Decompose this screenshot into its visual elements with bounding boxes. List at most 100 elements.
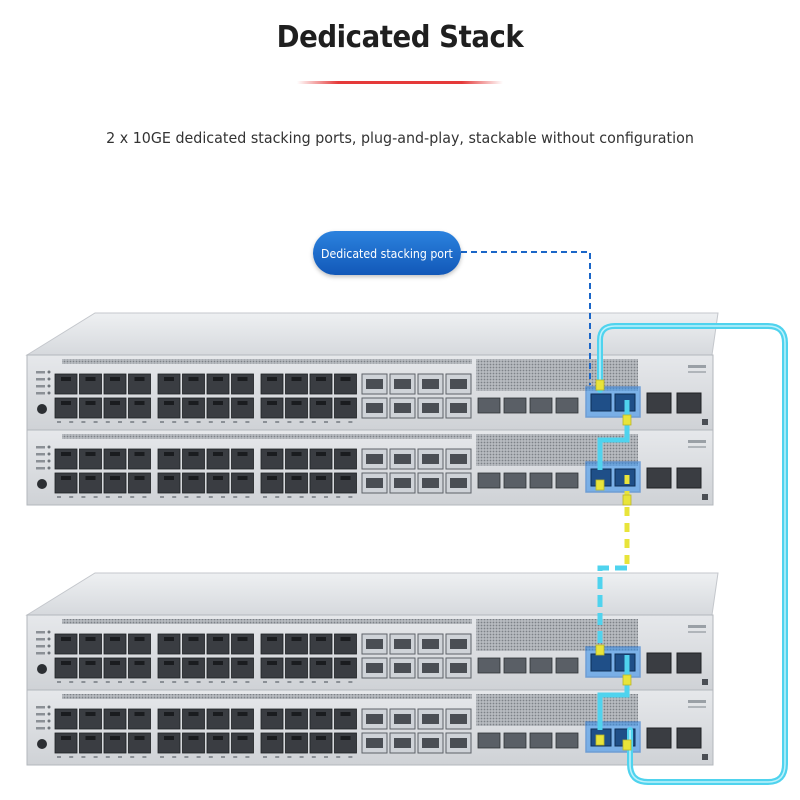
- status-led-label: [36, 371, 45, 374]
- rj45-port: [231, 472, 254, 494]
- uplink-port: [555, 397, 579, 414]
- rj45-port: [334, 373, 357, 395]
- mgmt-port: [676, 727, 702, 749]
- rj45-port-clip: [110, 637, 120, 641]
- rj45-port-clip: [85, 377, 96, 381]
- status-led: [47, 637, 51, 641]
- sfp-port-cage: [450, 478, 467, 488]
- rj45-port: [334, 657, 357, 679]
- cable-connector: [595, 644, 605, 656]
- rj45-port: [285, 397, 308, 419]
- rj45-port-clip: [316, 736, 326, 740]
- rj45-port: [334, 708, 357, 730]
- rj45-port-clip: [85, 661, 96, 665]
- status-led-label: [36, 706, 45, 709]
- rj45-port: [309, 373, 333, 395]
- rj45-port-clip: [340, 661, 351, 665]
- status-led: [47, 391, 51, 395]
- rj45-port: [128, 633, 151, 655]
- title-underline: [297, 81, 503, 84]
- rj45-port-clip: [164, 476, 174, 480]
- model-label: [688, 440, 706, 443]
- rj45-port-clip: [110, 712, 120, 716]
- status-led: [47, 726, 51, 730]
- vent-strip: [62, 434, 472, 439]
- rj45-port-clip: [188, 377, 199, 381]
- sfp-port-cage: [422, 478, 439, 488]
- sfp-port-cage: [422, 403, 439, 413]
- rj45-port: [260, 708, 284, 730]
- status-led: [47, 719, 51, 723]
- rj45-port-clip: [237, 401, 248, 405]
- port-number: [69, 421, 74, 423]
- rj45-port: [103, 448, 127, 470]
- vent-strip: [62, 619, 472, 624]
- port-number: [311, 756, 316, 758]
- reset-button: [702, 419, 708, 425]
- rj45-port-clip: [188, 712, 199, 716]
- rj45-port: [182, 732, 205, 754]
- rj45-port: [103, 732, 127, 754]
- port-number: [196, 756, 201, 758]
- rj45-port: [309, 397, 333, 419]
- port-number: [311, 496, 316, 498]
- port-number: [263, 756, 267, 758]
- rj45-port: [309, 448, 333, 470]
- uplink-port: [477, 397, 501, 414]
- port-number: [130, 421, 135, 423]
- uplink-port: [555, 732, 579, 749]
- port-number: [172, 756, 177, 758]
- rj45-port: [79, 708, 102, 730]
- rj45-port: [206, 397, 230, 419]
- reset-button: [702, 494, 708, 500]
- port-number: [160, 421, 164, 423]
- status-led-label: [36, 727, 45, 730]
- sfp-port-cage: [366, 379, 383, 389]
- sfp-port-cage: [394, 738, 411, 748]
- sfp-port-cage: [366, 663, 383, 673]
- rj45-port: [260, 633, 284, 655]
- rj45-port: [182, 657, 205, 679]
- port-number: [69, 496, 74, 498]
- rj45-port-clip: [316, 637, 326, 641]
- reset-button: [702, 679, 708, 685]
- port-number: [275, 421, 280, 423]
- rj45-port-clip: [110, 661, 120, 665]
- rj45-port-clip: [134, 661, 145, 665]
- rj45-port-clip: [316, 661, 326, 665]
- port-number: [172, 681, 177, 683]
- rj45-port: [54, 397, 78, 419]
- port-number: [160, 496, 164, 498]
- port-number: [81, 421, 86, 423]
- rj45-port: [157, 448, 181, 470]
- port-number: [93, 421, 98, 423]
- status-led: [47, 644, 51, 648]
- rj45-port-clip: [110, 377, 120, 381]
- rj45-port-clip: [61, 452, 71, 456]
- rj45-port: [206, 633, 230, 655]
- rj45-port-clip: [237, 712, 248, 716]
- rj45-port-clip: [85, 452, 96, 456]
- model-label: [688, 706, 706, 708]
- rj45-port-clip: [213, 661, 223, 665]
- switch-2: [26, 429, 714, 506]
- rj45-port-clip: [291, 736, 302, 740]
- vent-strip: [62, 694, 472, 699]
- sfp-port-cage: [394, 454, 411, 464]
- port-number: [275, 496, 280, 498]
- port-number: [130, 496, 135, 498]
- rj45-port-clip: [134, 401, 145, 405]
- uplink-port: [503, 732, 527, 749]
- power-button: [37, 479, 47, 489]
- port-number: [287, 421, 292, 423]
- status-led-label: [36, 460, 45, 463]
- switch-top-cover: [25, 572, 719, 616]
- rj45-port: [182, 373, 205, 395]
- rj45-port-clip: [61, 712, 71, 716]
- rj45-port-clip: [316, 476, 326, 480]
- sfp-port-cage: [366, 454, 383, 464]
- rj45-port-clip: [291, 476, 302, 480]
- sfp-port-cage: [394, 714, 411, 724]
- rj45-port-clip: [237, 637, 248, 641]
- port-number: [142, 681, 147, 683]
